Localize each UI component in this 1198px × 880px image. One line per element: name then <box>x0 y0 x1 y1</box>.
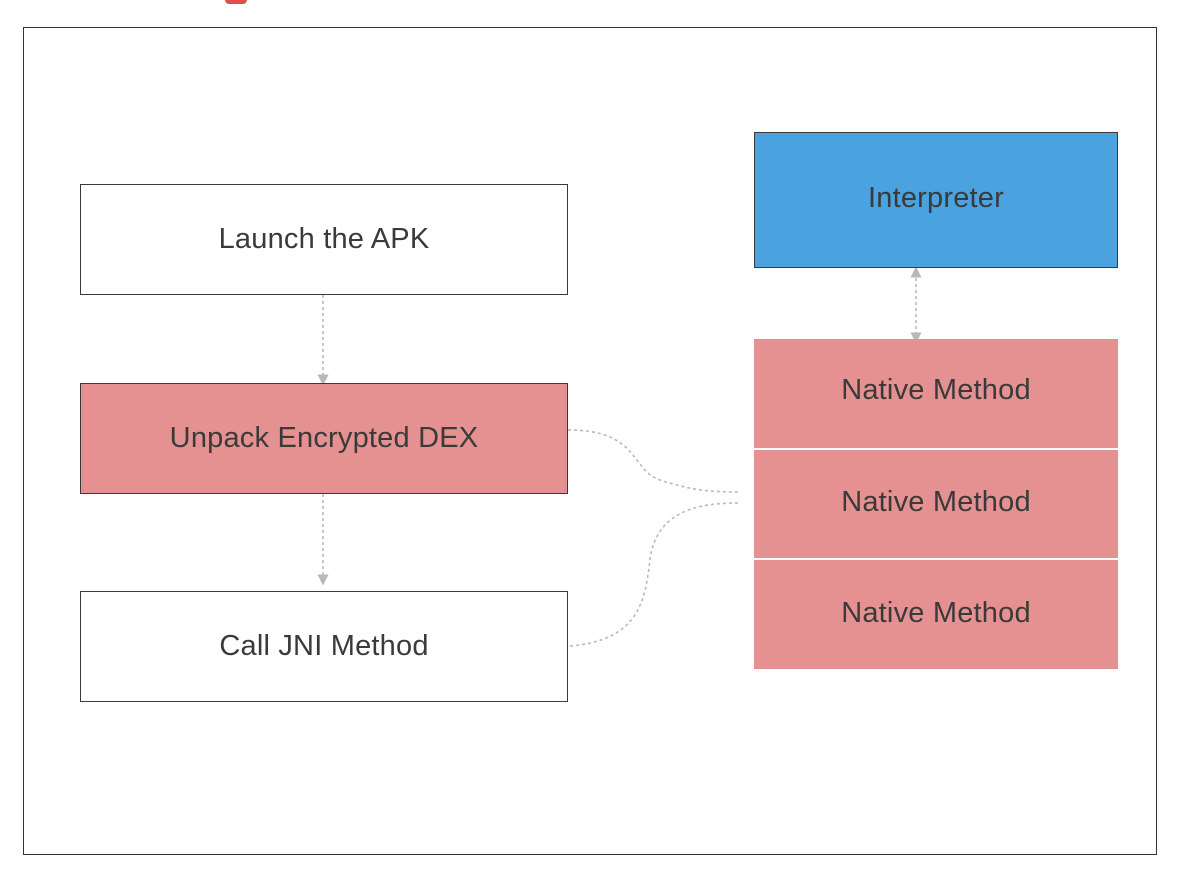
native-method-box-1: Native Method <box>754 339 1118 448</box>
unpack-dex-label: Unpack Encrypted DEX <box>169 422 479 454</box>
interpreter-label: Interpreter <box>868 181 1004 214</box>
native-method-label: Native Method <box>841 374 1031 406</box>
interpreter-box: Interpreter <box>754 132 1118 268</box>
curve-unpack-to-native <box>567 429 739 493</box>
curve-call-to-native <box>569 502 739 647</box>
call-jni-label: Call JNI Method <box>219 630 429 662</box>
launch-apk-label: Launch the APK <box>218 223 430 255</box>
unpack-dex-box: Unpack Encrypted DEX <box>80 383 568 494</box>
native-method-label: Native Method <box>841 486 1031 518</box>
diagram-frame <box>23 27 1157 855</box>
launch-apk-box: Launch the APK <box>80 184 568 295</box>
native-method-box-2: Native Method <box>754 450 1118 558</box>
native-method-label: Native Method <box>841 596 1031 629</box>
call-jni-box: Call JNI Method <box>80 591 568 702</box>
decorative-mark <box>225 0 247 4</box>
native-method-box-3: Native Method <box>754 560 1118 669</box>
